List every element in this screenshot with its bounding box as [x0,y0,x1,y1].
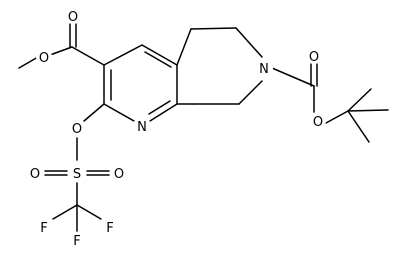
atom-n-azepine-label: N [259,62,269,77]
bond-ring-c9a-n1 [149,103,178,122]
bond-azepine-c6-n7 [235,27,263,58]
atom-o-carbamate-bg [310,113,326,129]
bond-tbu-methyl-right [347,109,389,112]
atom-f-right-label: F [106,221,113,236]
atom-o-sulfonyl-left: O [27,165,43,182]
atom-f-left-label: F [40,221,47,236]
bond-cf3-f-right [76,204,102,220]
atom-o-carbamate: O [310,113,326,130]
atom-label-layer: O O N N O O O S [27,8,326,249]
atom-s-triflyl-label: S [73,167,81,182]
bond-ring-c3-c4 [103,44,143,66]
atom-s-triflyl-bg [69,165,85,181]
atom-s-triflyl: S [69,165,85,182]
atom-o-carbamate-carbonyl: O [306,48,322,65]
bond-ring-c9a-n1-inner [148,100,171,115]
atom-o-sulfonyl-left-label: O [30,167,40,182]
atom-f-right-bg [102,219,118,235]
bond-azepine-n7-c8 [238,80,263,105]
atom-n-azepine-bg [255,59,273,77]
bond-azepine-c4a-c5 [176,28,192,66]
atom-f-left: F [36,219,52,236]
atom-f-bottom: F [69,232,85,249]
bond-azepine-c5-c6 [190,27,237,30]
bond-tbu-methyl-down [347,110,370,143]
atom-o-sulfonyl-right: O [111,165,127,182]
atom-o-sulfonyl-right-bg [111,165,127,181]
atom-o-methyl-ester-label: O [39,51,49,66]
atom-n-pyridine-bg [133,117,151,135]
atom-o-methyl-ester: O [36,49,52,66]
atom-o-methyl-ester-bg [36,49,52,65]
bond-layer [18,23,389,232]
atom-o-sulfonyl-right-label: O [114,167,124,182]
atom-o-triflate-label: O [72,122,82,137]
bond-ring-c4-c4a [141,44,178,66]
atom-f-bottom-label: F [73,234,80,249]
bond-o-carbonyl-c [49,46,73,56]
atom-o-carbamate-label: O [313,115,323,130]
atom-o-carbamate-carbonyl-label: O [309,50,319,65]
bond-tbu-methyl-up [347,88,372,112]
atom-o-ester-carbonyl-bg [65,8,81,24]
bond-ring-n1-c2 [103,103,135,122]
atom-o-triflate: O [69,120,85,137]
atom-n-pyridine: N [133,117,151,135]
bond-methyl-o [18,56,39,69]
bond-cf3-f-left [52,204,78,220]
bond-ring-c4-c4a-inner [144,51,172,68]
atom-o-sulfonyl-left-bg [27,165,43,181]
atom-f-right: F [102,219,118,236]
atom-f-bottom-bg [69,232,85,248]
atom-o-ester-carbonyl: O [65,8,81,25]
atom-f-left-bg [36,219,52,235]
bond-ester-c-ring [71,46,105,66]
atom-n-pyridine-label: N [137,120,147,135]
atom-o-carbamate-carbonyl-bg [306,48,322,64]
bond-c2-o-triflate [83,103,105,122]
bond-o-tert-butyl-c [325,110,349,124]
bond-n7-carbamate-c [271,67,315,87]
atom-n-azepine: N [255,59,273,77]
atom-o-ester-carbonyl-label: O [68,10,78,25]
atom-o-triflate-bg [69,120,85,136]
